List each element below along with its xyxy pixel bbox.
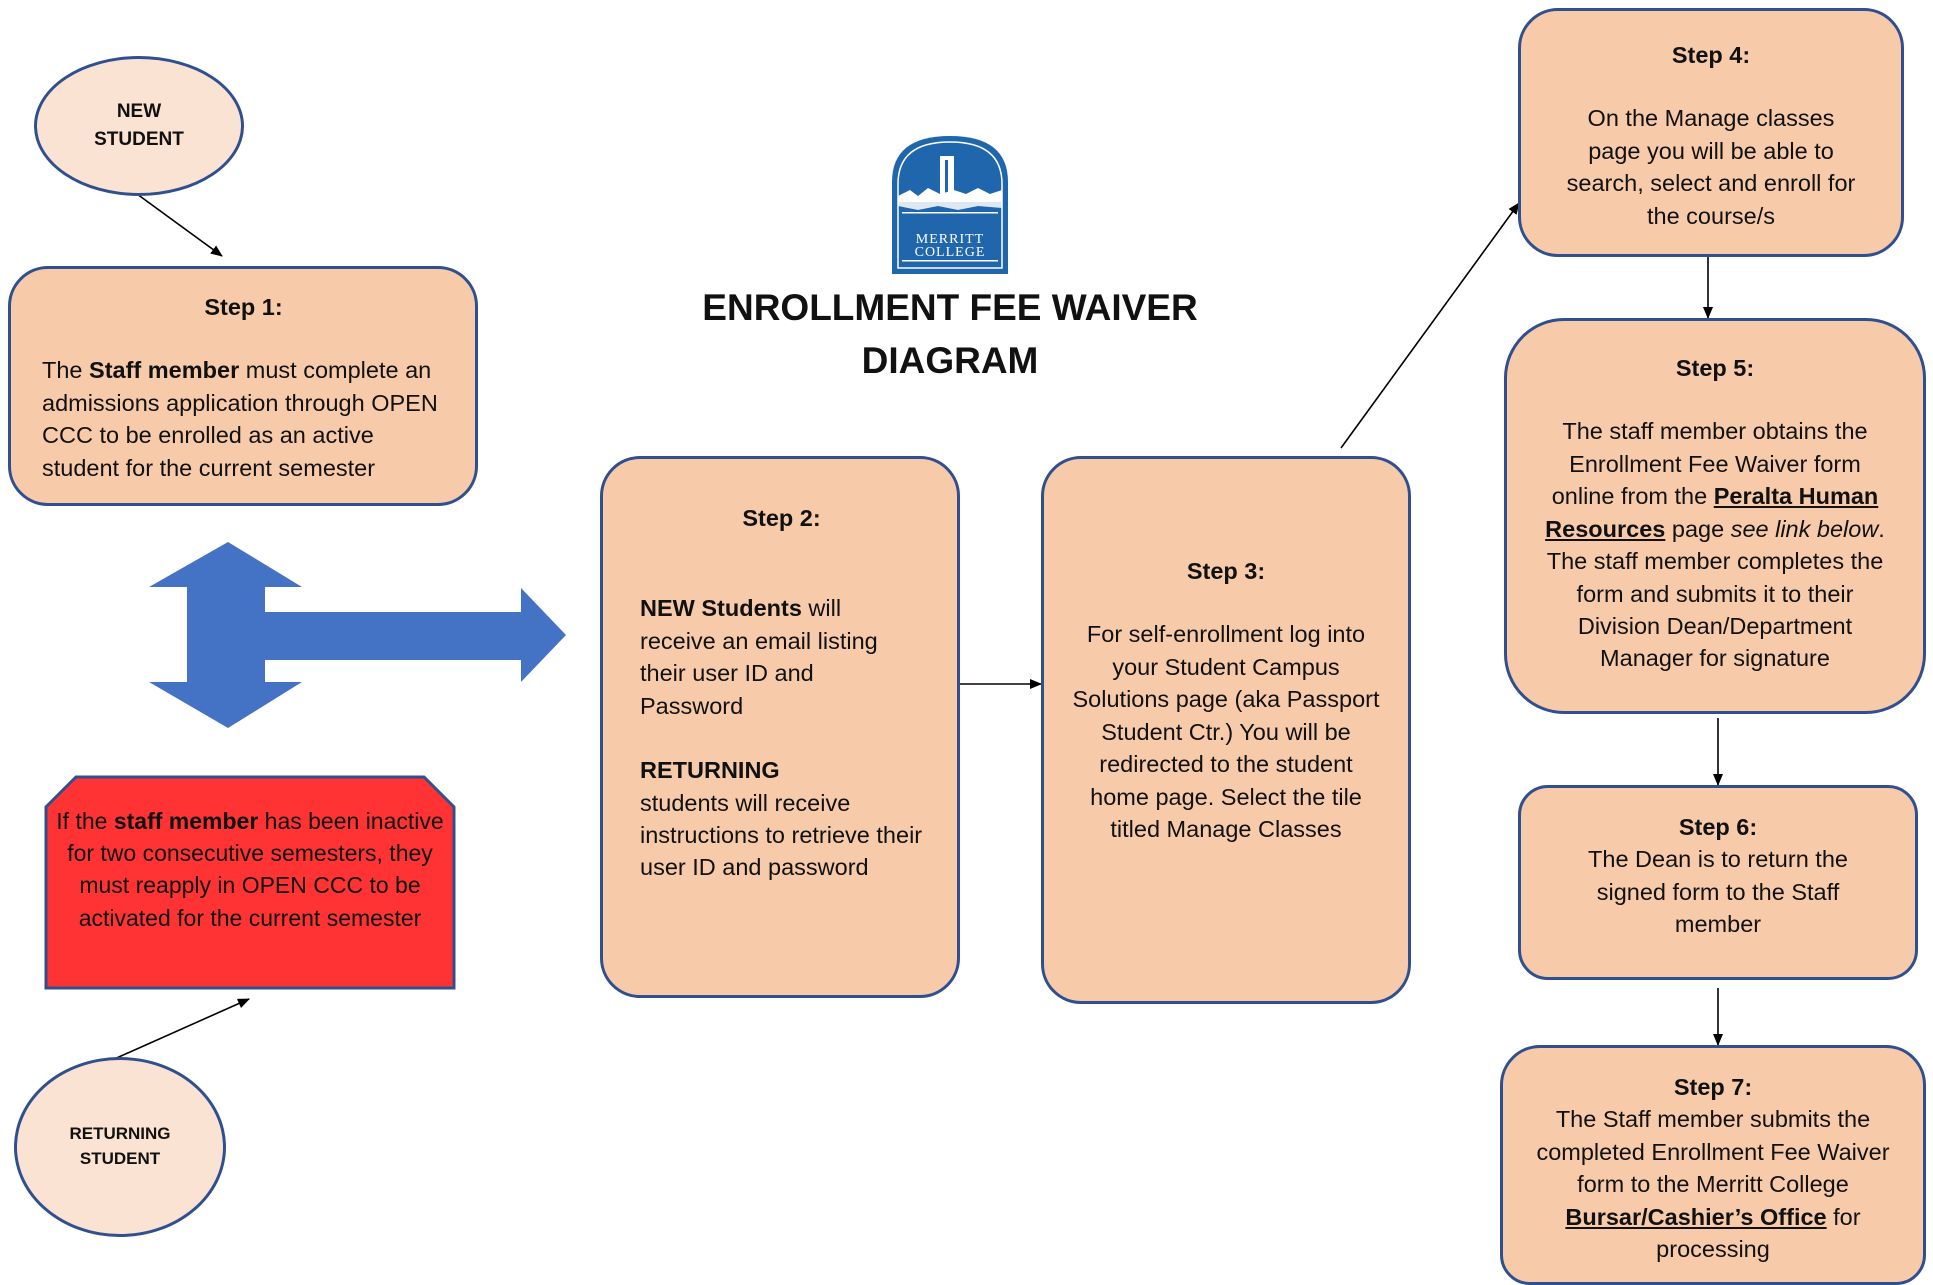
merritt-college-logo: MERRITT COLLEGE xyxy=(892,136,1008,274)
title-line2: DIAGRAM xyxy=(861,339,1039,381)
step2-returning-heading: RETURNING xyxy=(640,757,780,784)
new-student-line1: NEW xyxy=(116,101,162,123)
step4-box: Step 4: On the Manage classes page you w… xyxy=(1518,8,1904,257)
new-student-oval: NEW STUDENT xyxy=(34,56,244,196)
arrow-new-to-step1 xyxy=(136,193,223,257)
big-blue-arrow-icon xyxy=(149,542,566,728)
arrow-step3-to-step4 xyxy=(1340,202,1520,449)
step4-heading: Step 4: xyxy=(1671,42,1751,68)
bursar-office-link[interactable]: Bursar/Cashier’s Office xyxy=(1565,1203,1827,1230)
step7-box: Step 7: The Staff member submits the com… xyxy=(1500,1045,1926,1285)
new-student-line2: STUDENT xyxy=(94,129,184,150)
step4-text: On the Manage classes page you will be a… xyxy=(1566,105,1856,229)
step5-box: Step 5: The staff member obtains the Enr… xyxy=(1504,318,1926,714)
step5-heading: Step 5: xyxy=(1675,355,1755,381)
step2-new-text: NEW Students will receive an email listi… xyxy=(640,595,878,719)
logo-text-line2: COLLEGE xyxy=(915,245,986,260)
step1-heading: Step 1: xyxy=(204,294,283,320)
returning-student-oval: RETURNING STUDENT xyxy=(14,1057,226,1237)
step1-text: The Staff member must complete an admiss… xyxy=(42,357,438,481)
step7-text: The Staff member submits the completed E… xyxy=(1536,1106,1890,1263)
warning-text: If the staff member has been inactive fo… xyxy=(56,808,444,931)
step2-heading: Step 2: xyxy=(742,505,821,531)
returning-student-line1: RETURNING xyxy=(69,1124,171,1144)
returning-student-line2: STUDENT xyxy=(79,1149,161,1168)
step3-box: Step 3: For self-enrollment log into you… xyxy=(1041,456,1411,1004)
step6-heading: Step 6: xyxy=(1678,814,1758,840)
warning-shape xyxy=(44,775,456,990)
step2-box: Step 2: NEW Students will receive an ema… xyxy=(600,456,960,998)
step3-heading: Step 3: xyxy=(1186,558,1266,584)
step5-text: The staff member obtains the Enrollment … xyxy=(1545,418,1885,672)
step2-returning-text: students will receive instructions to re… xyxy=(640,789,923,881)
step7-heading: Step 7: xyxy=(1673,1074,1753,1100)
logo-text-line1: MERRITT xyxy=(916,232,984,247)
step6-text: The Dean is to return the signed form to… xyxy=(1588,846,1848,938)
peralta-hr-link[interactable]: Peralta Human Resources xyxy=(1545,483,1879,542)
arrow-returning-to-warning xyxy=(111,998,250,1061)
step1-box: Step 1: The Staff member must complete a… xyxy=(8,266,478,506)
diagram-title: ENROLLMENT FEE WAIVER DIAGRAM xyxy=(680,282,1220,387)
step3-text: For self-enrollment log into your Studen… xyxy=(1072,621,1380,842)
title-line1: ENROLLMENT FEE WAIVER xyxy=(702,287,1198,328)
step6-box: Step 6: The Dean is to return the signed… xyxy=(1518,785,1918,980)
